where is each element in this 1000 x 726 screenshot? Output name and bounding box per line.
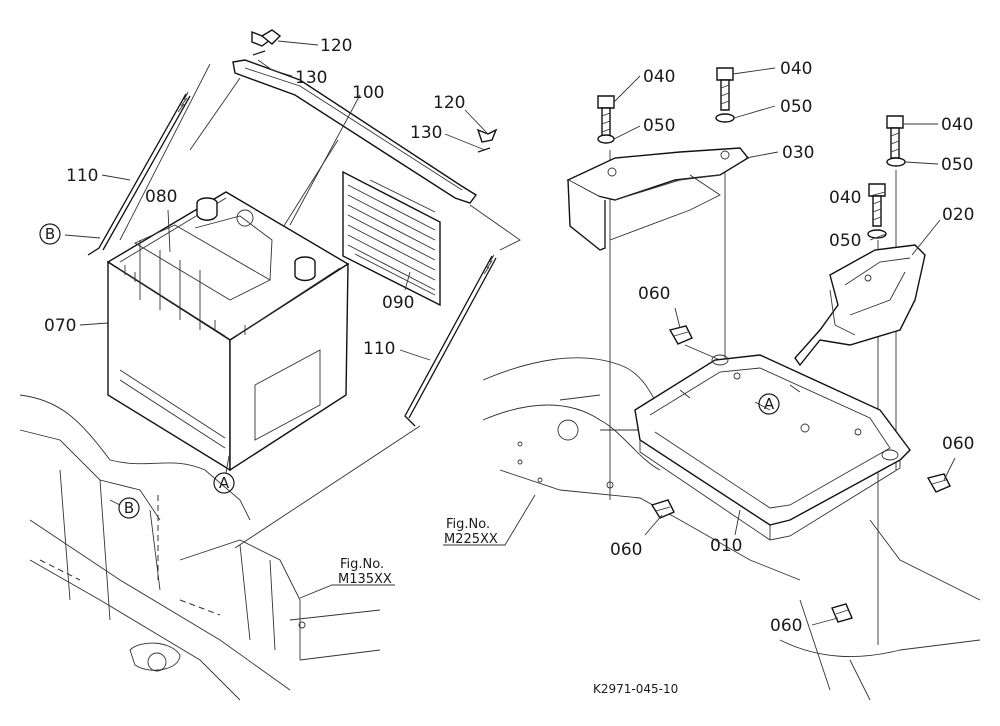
battery-tray-010 — [634, 354, 911, 541]
clip-nut-060-b — [650, 499, 675, 519]
callout-010: 010 — [710, 536, 742, 556]
wing-nut-120-a — [251, 29, 282, 47]
washer-050-b — [715, 113, 735, 123]
callout-060: 060 — [638, 284, 670, 304]
marker-a-circle — [213, 472, 235, 494]
callout-040: 040 — [829, 188, 861, 208]
washer-130-a — [252, 50, 266, 56]
washer-050-c — [886, 157, 906, 167]
bolt-040-a — [597, 95, 615, 141]
callout-120: 120 — [320, 36, 352, 56]
bracket-020 — [794, 244, 926, 367]
callout-110: 110 — [363, 339, 395, 359]
clip-nut-060-c — [926, 473, 951, 493]
battery-070 — [106, 191, 350, 472]
bracket-030 — [566, 147, 750, 251]
callout-060: 060 — [942, 434, 974, 454]
rod-110-left — [87, 91, 191, 256]
marker-a-circle — [758, 393, 780, 415]
diagram-code: K2971-045-10 — [593, 682, 678, 696]
callout-labels: 120 130 100 120 130 110 080 070 090 110 … — [44, 36, 974, 636]
figure-references: Fig.No. M135XX Fig.No. M225XX — [338, 517, 498, 587]
callout-130: 130 — [295, 68, 327, 88]
bolt-040-b — [716, 67, 734, 111]
callout-060: 060 — [610, 540, 642, 560]
callout-030: 030 — [782, 143, 814, 163]
washer-050-d — [867, 229, 887, 239]
callout-070: 070 — [44, 316, 76, 336]
marker-a: A — [219, 474, 230, 492]
callout-040: 040 — [643, 67, 675, 87]
callout-050: 050 — [643, 116, 675, 136]
marker-b-circle — [39, 223, 61, 245]
marker-b-circle — [118, 497, 140, 519]
callout-100: 100 — [352, 83, 384, 103]
callout-050: 050 — [780, 97, 812, 117]
clip-nut-060-d — [831, 603, 853, 623]
callout-130: 130 — [410, 123, 442, 143]
rod-110-right — [404, 254, 497, 427]
marker-b: B — [45, 225, 55, 243]
fig-ref-number: M135XX — [338, 572, 392, 587]
bolt-040-d — [868, 183, 886, 227]
washer-050-a — [597, 134, 615, 144]
callout-040: 040 — [780, 59, 812, 79]
leader-lines — [64, 40, 956, 626]
callout-050: 050 — [941, 155, 973, 175]
bolt-040-c — [886, 115, 904, 159]
callout-060: 060 — [770, 616, 802, 636]
fig-ref-label: Fig.No. — [446, 517, 490, 532]
reference-markers: B A B A — [39, 223, 780, 519]
chassis-frame-left — [19, 394, 381, 701]
marker-a: A — [764, 395, 775, 413]
fig-ref-label: Fig.No. — [340, 557, 384, 572]
wing-nut-120-b — [476, 128, 498, 143]
callout-090: 090 — [382, 293, 414, 313]
marker-b: B — [124, 499, 134, 517]
callout-050: 050 — [829, 231, 861, 251]
callout-040: 040 — [941, 115, 973, 135]
fig-ref-number: M225XX — [444, 532, 498, 547]
callout-110: 110 — [66, 166, 98, 186]
callout-020: 020 — [942, 205, 974, 225]
clip-nut-060-a — [668, 325, 693, 345]
callout-080: 080 — [145, 187, 177, 207]
callout-120: 120 — [433, 93, 465, 113]
insulator-sheet-090 — [342, 170, 441, 307]
